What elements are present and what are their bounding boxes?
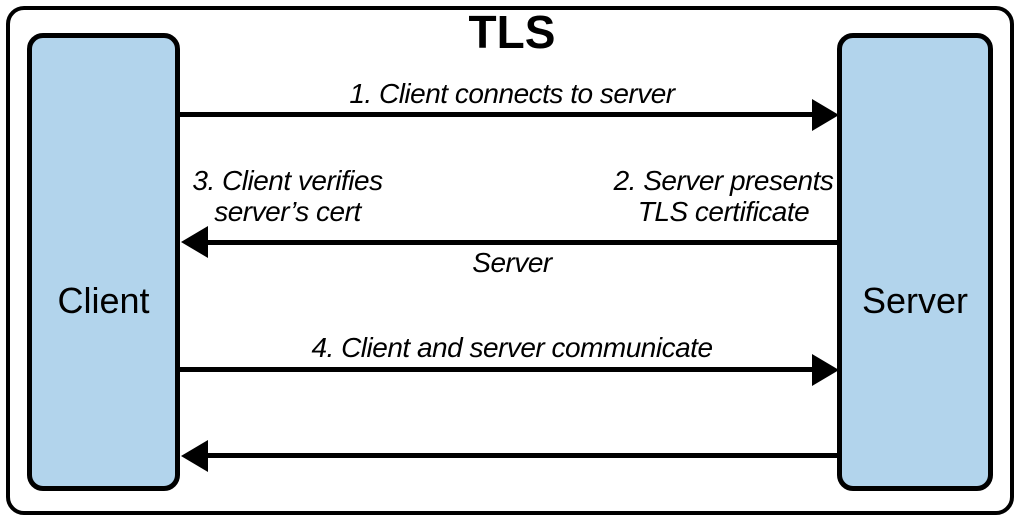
message-label-step3: 3. Client verifies server’s cert bbox=[165, 165, 410, 227]
message-label-step2-line1: 2. Server presents bbox=[613, 165, 834, 196]
arrow-step1-line bbox=[180, 112, 814, 117]
arrow-right-icon bbox=[812, 354, 839, 386]
diagram-title: TLS bbox=[468, 6, 556, 58]
message-label-step4: 4. Client and server communicate bbox=[311, 332, 713, 363]
arrow-left-icon bbox=[181, 440, 208, 472]
arrow-right-icon bbox=[812, 99, 839, 131]
client-node bbox=[27, 33, 180, 491]
message-label-step3-line2: server’s cert bbox=[214, 196, 361, 227]
arrow-step4-line bbox=[180, 367, 814, 372]
message-label-step1: 1. Client connects to server bbox=[349, 78, 675, 109]
server-node-label: Server bbox=[861, 280, 969, 321]
message-label-step2: 2. Server presents TLS certificate bbox=[601, 165, 846, 227]
client-node-label: Client bbox=[57, 280, 150, 321]
arrow-step2-line bbox=[206, 240, 838, 245]
server-node bbox=[837, 33, 993, 491]
arrow-left-icon bbox=[181, 226, 208, 258]
message-label-step2-line2: TLS certificate bbox=[637, 196, 810, 227]
message-sublabel-server: Server bbox=[472, 247, 552, 278]
message-label-step3-line1: 3. Client verifies bbox=[192, 165, 383, 196]
arrow-final-reply-line bbox=[206, 453, 838, 458]
